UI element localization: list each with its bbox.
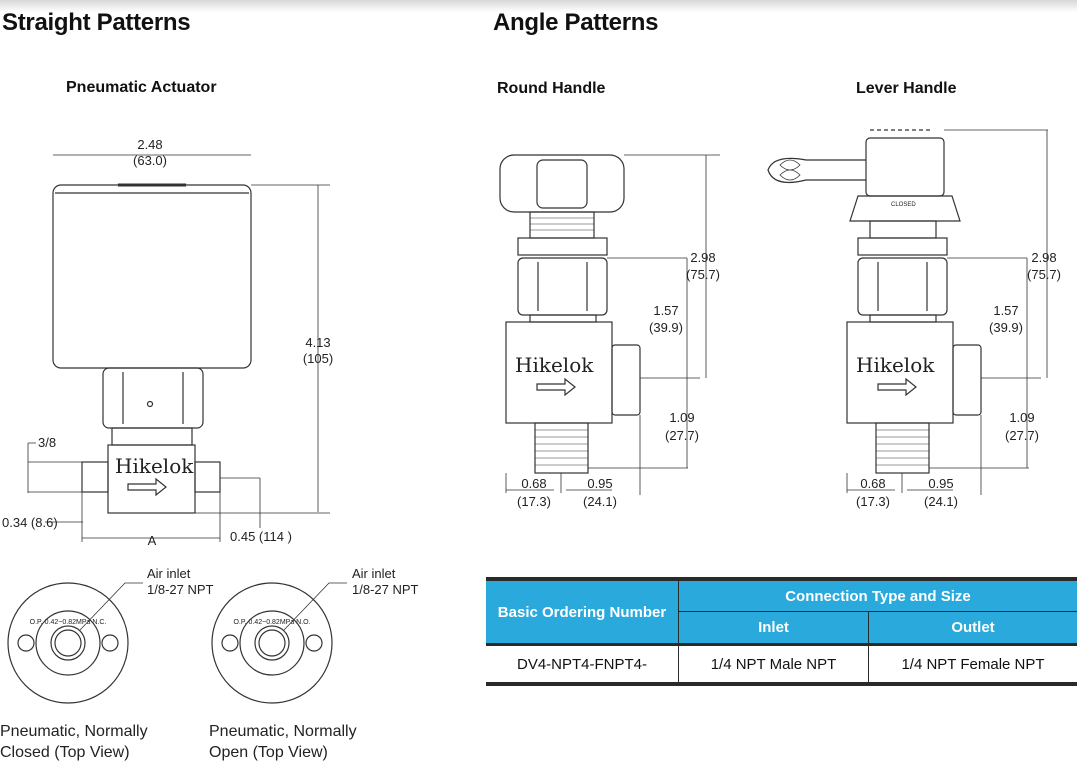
brand-logo-lever: Hikelok [856, 353, 935, 377]
brand-logo-straight: Hikelok [115, 454, 194, 478]
dim-height: 4.13 [305, 335, 330, 350]
air-inlet-label: Air inlet [147, 566, 191, 581]
dim-overall-mm: (75.7) [1027, 267, 1061, 282]
caption-line: Pneumatic, Normally [209, 723, 357, 740]
caption-line: Open (Top View) [209, 744, 328, 761]
dim-right-mm: (24.1) [924, 494, 958, 509]
dim-left: 0.68 [860, 476, 885, 491]
caption-line: Closed (Top View) [0, 744, 130, 761]
pneumatic-actuator-heading: Pneumatic Actuator [66, 79, 217, 96]
dim-length: A [148, 533, 157, 548]
caption-line: Pneumatic, Normally [0, 723, 148, 740]
dim-left-mm: (17.3) [517, 494, 551, 509]
dim-left-offset: 0.34 (8.6) [2, 515, 58, 530]
dim-left-mm: (17.3) [856, 494, 890, 509]
dim-upper: 1.57 [653, 303, 678, 318]
straight-patterns-title: Straight Patterns [2, 9, 191, 36]
dim-upper-mm: (39.9) [989, 320, 1023, 335]
dim-width-mm: (63.0) [133, 153, 167, 168]
top-view-no: O.P. 0.42~0.82MPa N.O. Air inlet 1/8-27 … [211, 566, 419, 704]
round-handle-drawing: Hikelok 2.98 (75.7) 1.57 (39.9) 1.09 (27… [499, 154, 720, 509]
air-inlet-size: 1/8-27 NPT [352, 582, 419, 597]
caption-normally-open: Pneumatic, Normally Open (Top View) [209, 721, 357, 763]
dim-upper: 1.57 [993, 303, 1018, 318]
dim-right: 0.95 [928, 476, 953, 491]
dim-right-mm: (24.1) [583, 494, 617, 509]
dim-overall: 2.98 [690, 250, 715, 265]
header-connection-group: Connection Type and Size [678, 577, 1077, 612]
top-view-nc: O.P. 0.42~0.82MPa N.C. Air inlet 1/8-27 … [7, 566, 214, 704]
dim-right-offset: 0.45 (114 ) [230, 529, 292, 544]
page-top-shadow [0, 0, 1077, 12]
dim-lower: 1.09 [1009, 410, 1034, 425]
dim-right: 0.95 [587, 476, 612, 491]
straight-valve-drawing: Hikelok 2.48 (63.0) 4.13 (105) 3/8 0.34 … [2, 137, 333, 548]
header-outlet: Outlet [868, 611, 1077, 645]
dim-pipe: 3/8 [38, 435, 56, 450]
ring-text-nc: O.P. 0.42~0.82MPa N.C. [30, 619, 107, 626]
header-ordering-number: Basic Ordering Number [486, 577, 679, 645]
round-handle-heading: Round Handle [497, 80, 606, 97]
dim-lower: 1.09 [669, 410, 694, 425]
ordering-table: Basic Ordering Number Connection Type an… [486, 577, 1077, 686]
ring-text-no: O.P. 0.42~0.82MPa N.O. [233, 619, 310, 626]
dim-width: 2.48 [137, 137, 162, 152]
cell-outlet: 1/4 NPT Female NPT [868, 643, 1077, 686]
angle-patterns-title: Angle Patterns [493, 9, 659, 36]
header-inlet: Inlet [678, 611, 869, 645]
brand-logo-round: Hikelok [515, 353, 594, 377]
lever-handle-drawing: CLOSED Hikelok 2.98 (75.7) 1.57 (39.9) 1… [767, 129, 1061, 509]
lever-handle-heading: Lever Handle [856, 80, 957, 97]
dim-lower-mm: (27.7) [665, 428, 699, 443]
air-inlet-size: 1/8-27 NPT [147, 582, 214, 597]
dim-lower-mm: (27.7) [1005, 428, 1039, 443]
cell-ordering-number: DV4-NPT4-FNPT4- [486, 643, 679, 686]
dim-overall-mm: (75.7) [686, 267, 720, 282]
lever-closed-mark: CLOSED [891, 202, 916, 208]
table-row: DV4-NPT4-FNPT4- 1/4 NPT Male NPT 1/4 NPT… [486, 643, 1077, 686]
dim-left: 0.68 [521, 476, 546, 491]
dim-overall: 2.98 [1031, 250, 1056, 265]
caption-normally-closed: Pneumatic, Normally Closed (Top View) [0, 721, 148, 763]
dim-upper-mm: (39.9) [649, 320, 683, 335]
cell-inlet: 1/4 NPT Male NPT [678, 643, 869, 686]
air-inlet-label: Air inlet [352, 566, 396, 581]
dim-height-mm: (105) [303, 351, 333, 366]
